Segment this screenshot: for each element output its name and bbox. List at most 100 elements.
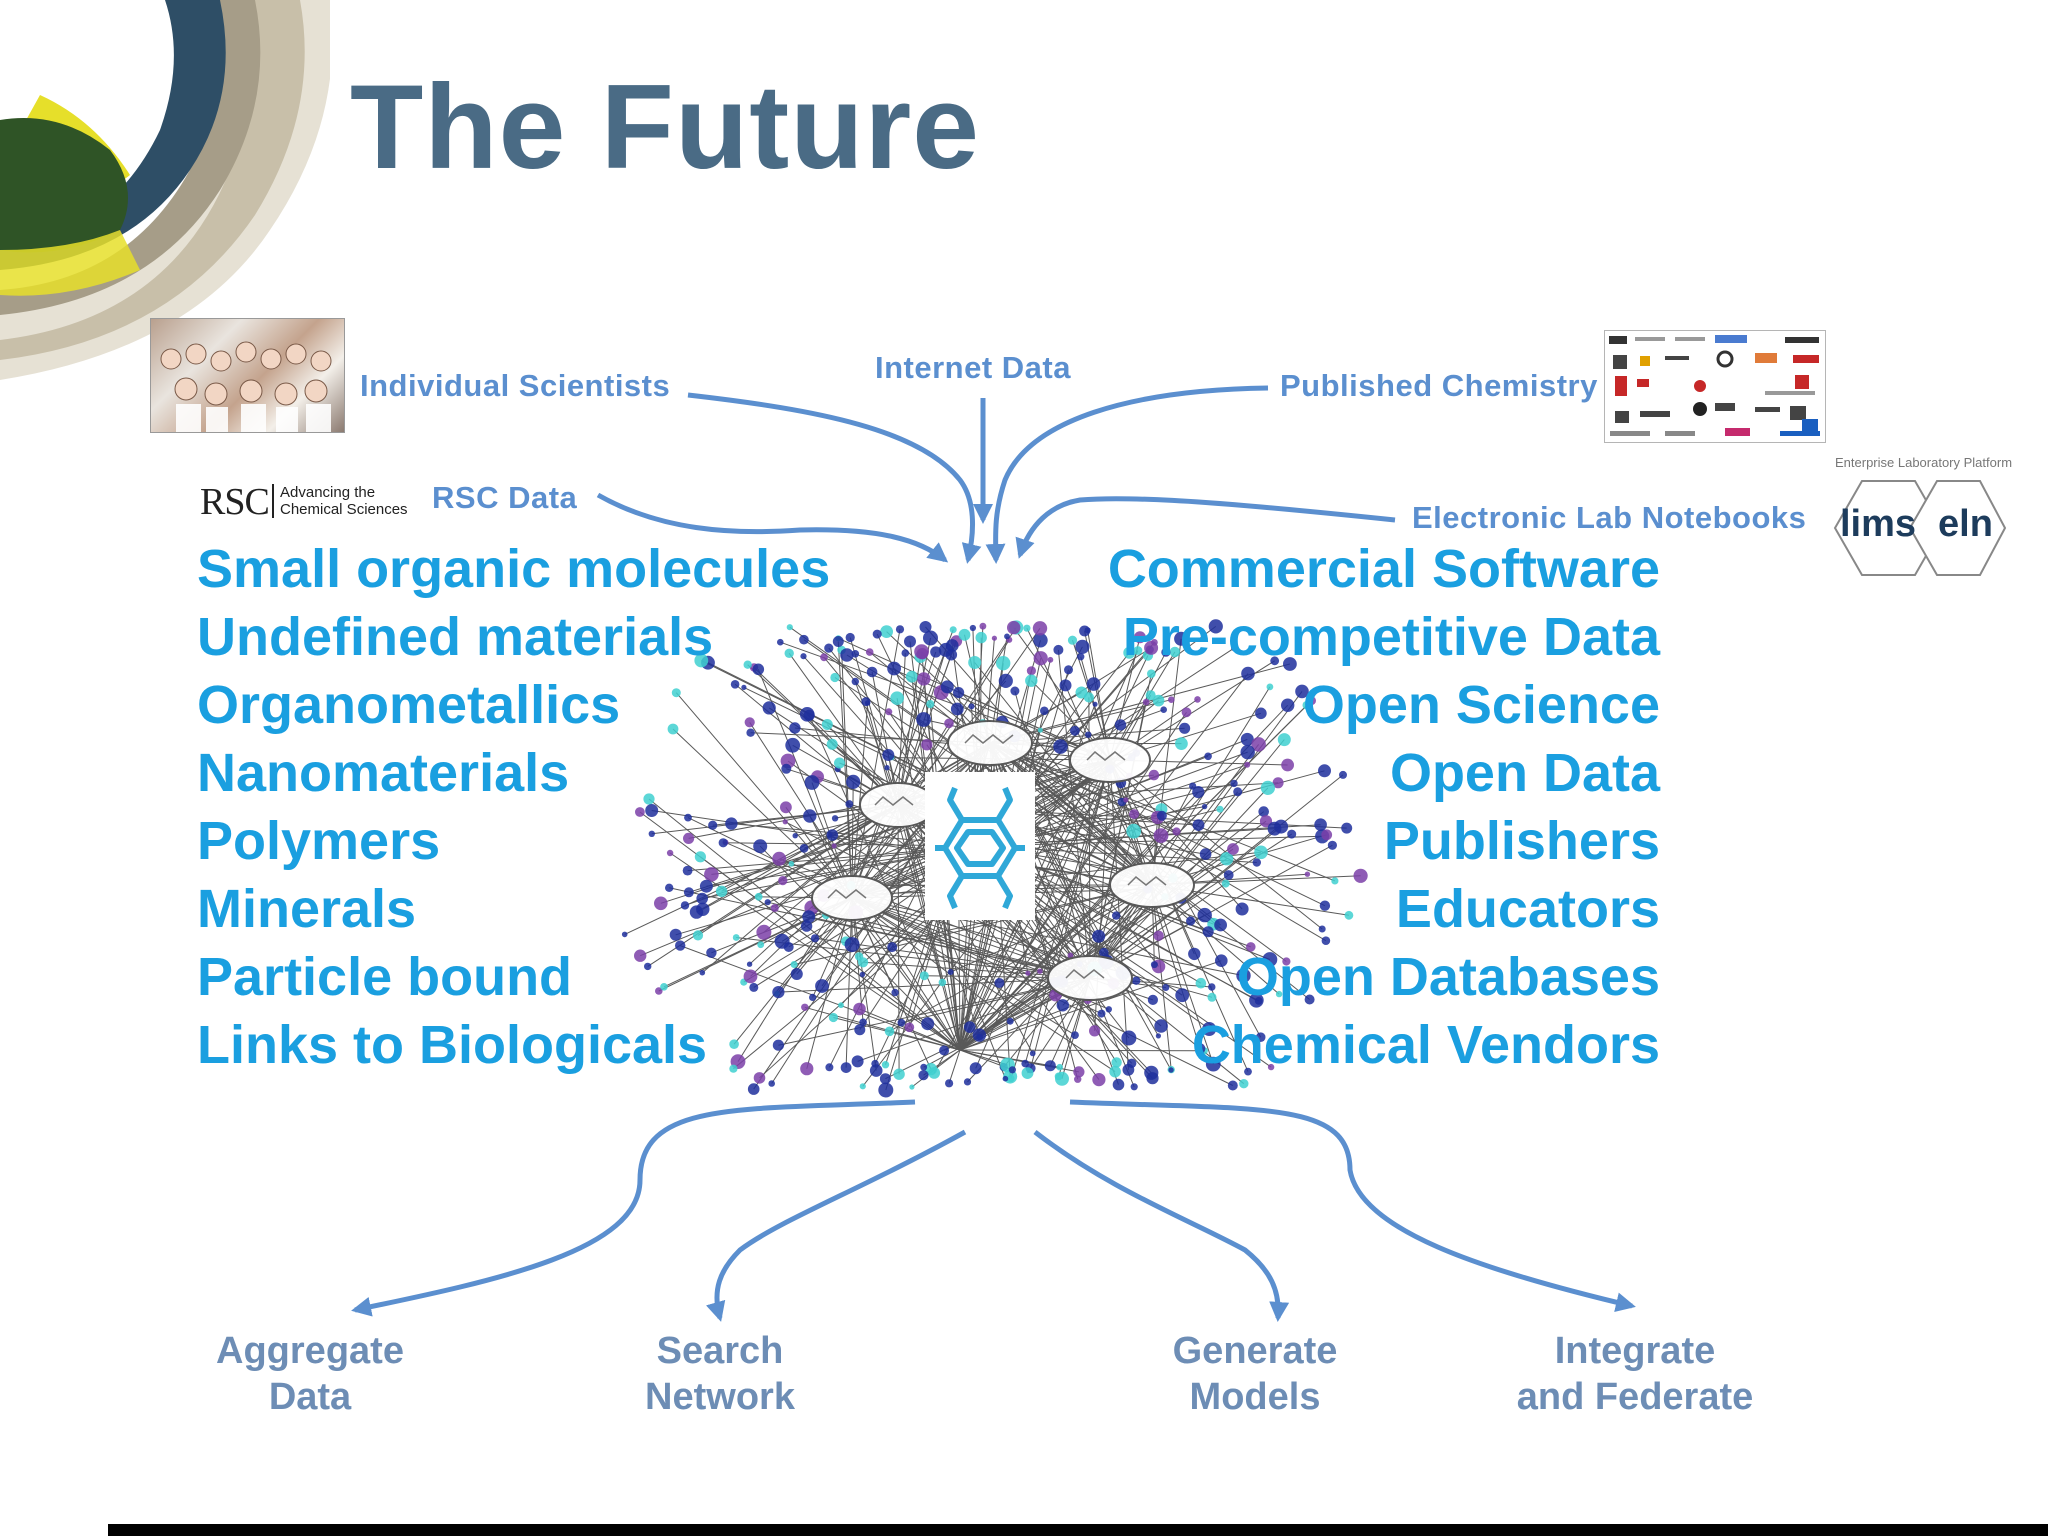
network-edge: [675, 692, 853, 899]
network-edge: [851, 897, 1213, 998]
network-node: [832, 636, 844, 647]
network-node: [803, 809, 817, 823]
network-node: [901, 649, 910, 657]
network-node: [1266, 683, 1274, 691]
lims-eln-caption: Enterprise Laboratory Platform: [1835, 455, 2013, 470]
network-node: [905, 670, 918, 683]
left-list-item: Particle bound: [197, 947, 573, 1007]
network-edge: [959, 844, 1333, 1051]
network-node: [950, 702, 964, 716]
network-edge: [696, 742, 991, 913]
network-node: [1073, 1066, 1085, 1078]
output-integrate-and-federate: Integrate and Federate: [1495, 1328, 1775, 1420]
network-node: [768, 1080, 775, 1087]
network-node: [1021, 1059, 1029, 1068]
network-node: [859, 971, 866, 978]
network-node: [1147, 994, 1158, 1006]
network-node: [1175, 737, 1188, 750]
source-electronic-lab-notebooks: Electronic Lab Notebooks: [1412, 500, 1807, 535]
network-node: [1008, 1066, 1017, 1074]
network-node: [696, 892, 708, 905]
network-node: [803, 709, 815, 721]
network-node: [1004, 633, 1010, 640]
network-node: [1281, 758, 1294, 772]
network-node: [1037, 968, 1043, 974]
right-list-item: Open Databases: [1236, 947, 1660, 1007]
network-node: [919, 971, 929, 981]
right-sources-list: Commercial Software Pre-competitive Data…: [1108, 535, 1660, 1079]
network-node: [975, 631, 987, 644]
network-edge: [747, 664, 899, 806]
network-edge: [855, 912, 961, 1051]
network-node: [684, 813, 692, 822]
network-node: [1254, 845, 1268, 860]
network-node: [1181, 707, 1192, 718]
network-node: [1331, 877, 1339, 885]
left-list-item: Small organic molecules: [197, 539, 831, 599]
network-node: [729, 1039, 739, 1049]
network-node: [718, 838, 728, 848]
output-aggregate-data: Aggregate Data: [210, 1328, 410, 1420]
network-node: [1241, 666, 1255, 681]
network-node: [1235, 902, 1249, 916]
network-node: [1112, 1078, 1125, 1091]
network-node: [840, 1062, 852, 1073]
network-edge: [989, 742, 1229, 876]
network-node: [1111, 1057, 1122, 1068]
rsc-logo-mark: RSC: [200, 481, 270, 523]
rsc-logo-tagline-2: Chemical Sciences: [280, 501, 408, 518]
network-node: [1341, 822, 1353, 834]
network-node: [826, 738, 838, 750]
network-node: [1195, 977, 1207, 989]
network-node: [1281, 698, 1295, 712]
network-node: [800, 1062, 814, 1076]
network-node: [1314, 818, 1327, 831]
network-node: [851, 1055, 864, 1068]
network-node: [1207, 992, 1217, 1002]
network-node: [909, 1084, 915, 1090]
network-node: [845, 800, 854, 808]
network-node: [1259, 815, 1273, 828]
network-node: [1092, 929, 1106, 943]
network-node: [729, 1064, 738, 1073]
left-list-item: Links to Biologicals: [197, 1015, 708, 1075]
network-edge: [897, 804, 943, 983]
network-node: [666, 849, 674, 857]
network-node: [1199, 848, 1212, 860]
network-node: [1233, 787, 1243, 797]
network-node: [1295, 684, 1309, 699]
network-node: [1142, 698, 1150, 706]
network-node: [828, 1012, 839, 1023]
network-edge: [862, 759, 1111, 1087]
network-node: [683, 887, 694, 898]
network-node: [1262, 952, 1278, 967]
lims-eln-logo: Enterprise Laboratory Platform lims eln: [1830, 455, 2013, 585]
right-list-item: Publishers: [1383, 811, 1660, 871]
network-node: [1153, 930, 1164, 941]
network-node: [770, 904, 779, 912]
network-node: [772, 851, 787, 866]
network-node: [1270, 656, 1280, 666]
network-edge: [837, 641, 853, 899]
network-node: [1092, 701, 1098, 707]
network-node: [1145, 690, 1156, 701]
network-edge: [845, 897, 853, 1068]
network-node: [846, 774, 861, 790]
network-node: [780, 801, 792, 814]
network-node: [799, 634, 809, 645]
network-edge: [780, 641, 1111, 761]
source-internet-data: Internet Data: [875, 350, 1071, 385]
network-node: [1121, 1030, 1137, 1046]
network-node: [699, 879, 713, 893]
network-node: [866, 666, 878, 678]
network-node: [1204, 752, 1212, 761]
network-edge: [948, 1049, 961, 1084]
network-node: [825, 1063, 834, 1072]
network-node: [938, 642, 953, 657]
network-node: [831, 815, 839, 822]
network-edge: [897, 637, 931, 806]
network-node: [994, 978, 1005, 988]
network-node: [949, 626, 957, 634]
source-individual-scientists: Individual Scientists: [360, 368, 671, 403]
network-node: [744, 717, 755, 728]
